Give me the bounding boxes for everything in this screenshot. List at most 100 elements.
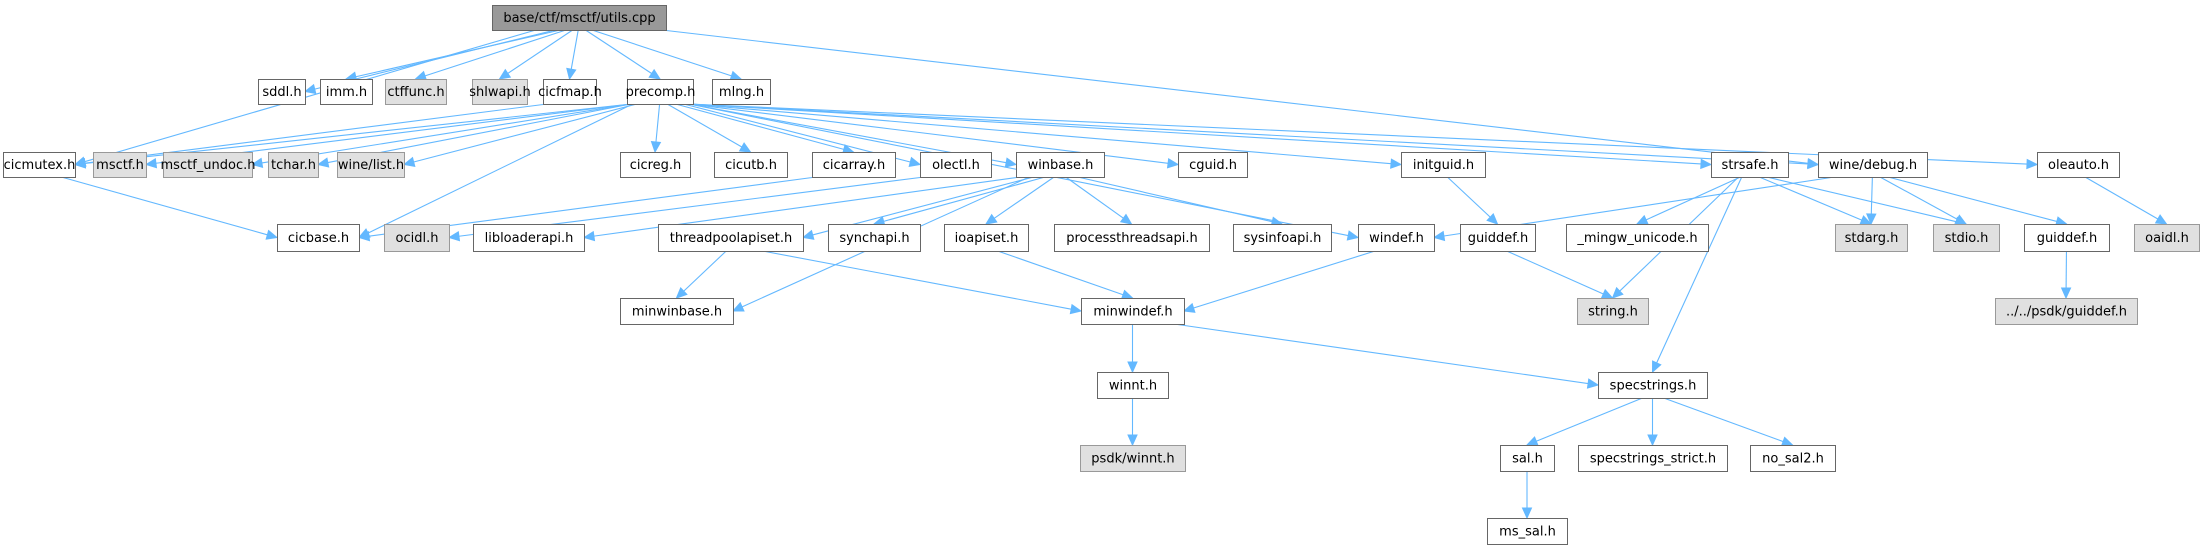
arrowhead-precomp-to-cicutb [738, 142, 752, 153]
node-minwinbase-h[interactable]: minwinbase.h [620, 298, 734, 325]
node-label: mlng.h [719, 85, 764, 100]
node-windef-h[interactable]: windef.h [1358, 224, 1435, 252]
edge-root-to-ctffunc [424, 29, 567, 77]
node-processthreadsapi-h[interactable]: processthreadsapi.h [1054, 224, 1210, 252]
node-label: cicmutex.h [4, 158, 76, 173]
node-box [1358, 224, 1435, 252]
node-wine-debug-h[interactable]: wine/debug.h [1818, 152, 1928, 178]
node-label: initguid.h [1413, 158, 1474, 173]
node-label: processthreadsapi.h [1066, 231, 1198, 246]
arrowhead-oleauto-to-oaidl [2154, 214, 2168, 225]
node-winbase-h[interactable]: winbase.h [1016, 152, 1105, 178]
node-specstrings-strict-h[interactable]: specstrings_strict.h [1578, 445, 1728, 472]
arrowhead-guiddef2-to-psdkguiddef [2060, 287, 2072, 300]
node-string-h: string.h [1577, 298, 1649, 325]
node-olectl-h[interactable]: olectl.h [920, 152, 992, 178]
node-psdk-guiddef-h: ../../psdk/guiddef.h [1995, 298, 2138, 325]
node-guiddef-h[interactable]: guiddef.h [1460, 224, 1536, 252]
node-guiddef-h[interactable]: guiddef.h [2024, 224, 2110, 252]
node-box [384, 224, 450, 252]
node-minwindef-h[interactable]: minwindef.h [1081, 298, 1185, 325]
node-label: wine/debug.h [1829, 158, 1917, 173]
edge-precomp-to-oleauto [688, 103, 2028, 165]
edge-minwindef-to-specstrings [1174, 323, 1589, 385]
node-label: cguid.h [1189, 158, 1237, 173]
node-box [1711, 152, 1789, 178]
edge-winedebug-to-stdarg [1870, 176, 1873, 215]
node-cicutb-h[interactable]: cicutb.h [714, 152, 788, 178]
node-box [1566, 224, 1709, 252]
node-psdk-winnt-h: psdk/winnt.h [1080, 445, 1186, 472]
node-mlng-h[interactable]: mlng.h [712, 79, 771, 105]
node-oaidl-h: oaidl.h [2134, 224, 2200, 252]
node-box [1818, 152, 1928, 178]
arrowhead-precomp-to-initguid [1390, 158, 1403, 169]
arrowhead-specstrings-to-specstrings-strict [1647, 434, 1658, 447]
arrowhead-specstrings-to-sal [1525, 436, 1539, 446]
node-precomp-h[interactable]: precomp.h [626, 79, 696, 105]
node-mingw-unicode-h[interactable]: _mingw_unicode.h [1566, 224, 1709, 252]
node-strsafe-h[interactable]: strsafe.h [1711, 152, 1789, 178]
node-label: windef.h [1369, 231, 1424, 246]
arrowhead-initguid-to-guiddef1 [1486, 212, 1499, 225]
edge-ioapiset-to-minwindef [997, 250, 1124, 296]
arrowhead-winbase-to-minwinbase [731, 301, 745, 312]
edge-root-to-shlwapi [507, 29, 573, 74]
node-sddl-h[interactable]: sddl.h [258, 79, 306, 105]
node-cicfmap-h[interactable]: cicfmap.h [538, 79, 602, 105]
node-libloaderapi-h[interactable]: libloaderapi.h [473, 224, 585, 252]
arrowhead-winbase-to-libloaderapi [582, 230, 596, 242]
node-threadpoolapiset-h[interactable]: threadpoolapiset.h [658, 224, 804, 252]
arrowhead-precomp-to-winelist [402, 156, 416, 167]
edge-precomp-to-cicreg [655, 103, 661, 143]
node-box [1995, 298, 2138, 325]
node-label: no_sal2.h [1762, 452, 1824, 467]
arrowhead-precomp-to-cguid [1166, 157, 1180, 169]
node-cguid-h[interactable]: cguid.h [1178, 152, 1248, 178]
node-msctf-undoc-h: msctf_undoc.h [161, 152, 256, 178]
node-box [320, 79, 373, 105]
node-cicarray-h[interactable]: cicarray.h [812, 152, 896, 178]
node-ms-sal-h[interactable]: ms_sal.h [1487, 518, 1568, 545]
node-box [473, 224, 585, 252]
arrowhead-precomp-to-strsafe [1700, 158, 1713, 170]
node-box [1233, 224, 1332, 252]
node-cicreg-h[interactable]: cicreg.h [620, 152, 691, 178]
edge-precomp-to-msctf-undoc [261, 103, 632, 164]
edge-precomp-to-winelist [413, 103, 637, 163]
node-box [620, 152, 691, 178]
node-label: sysinfoapi.h [1244, 231, 1322, 246]
arrowhead-threadpoolapiset-to-minwindef [1069, 303, 1083, 315]
node-synchapi-h[interactable]: synchapi.h [828, 224, 921, 252]
node-box [337, 152, 405, 178]
arrowhead-minwindef-to-winnt [1127, 361, 1138, 374]
node-base-ctf-msctf-utils-cpp[interactable]: base/ctf/msctf/utils.cpp [492, 5, 667, 31]
node-specstrings-h[interactable]: specstrings.h [1598, 372, 1708, 399]
arrowhead-winedebug-to-stdarg [1866, 213, 1877, 226]
node-no-sal2-h[interactable]: no_sal2.h [1750, 445, 1836, 472]
node-initguid-h[interactable]: initguid.h [1401, 152, 1486, 178]
edge-precomp-to-initguid [688, 103, 1392, 165]
node-label: msctf_undoc.h [161, 158, 256, 173]
edge-root-to-mlng [591, 29, 732, 77]
node-box [1054, 224, 1210, 252]
node-box [1500, 445, 1555, 472]
node-label: cicfmap.h [538, 85, 602, 100]
node-cicbase-h[interactable]: cicbase.h [277, 224, 360, 252]
node-box [828, 224, 921, 252]
node-ioapiset-h[interactable]: ioapiset.h [944, 224, 1029, 252]
node-sal-h[interactable]: sal.h [1500, 445, 1555, 472]
node-label: threadpoolapiset.h [670, 231, 792, 246]
arrowhead-root-to-shlwapi [498, 68, 512, 80]
node-box [277, 224, 360, 252]
arrowhead-root-to-precomp [648, 68, 662, 80]
node-winnt-h[interactable]: winnt.h [1097, 372, 1169, 399]
arrowhead-precomp-to-winbase [1004, 157, 1018, 168]
node-imm-h[interactable]: imm.h [320, 79, 373, 105]
node-label: imm.h [326, 85, 367, 100]
node-sysinfoapi-h[interactable]: sysinfoapi.h [1233, 224, 1332, 252]
node-oleauto-h[interactable]: oleauto.h [2037, 152, 2120, 178]
edge-initguid-to-guiddef1 [1446, 176, 1491, 218]
node-box [627, 79, 694, 105]
node-cicmutex-h[interactable]: cicmutex.h [3, 152, 76, 178]
